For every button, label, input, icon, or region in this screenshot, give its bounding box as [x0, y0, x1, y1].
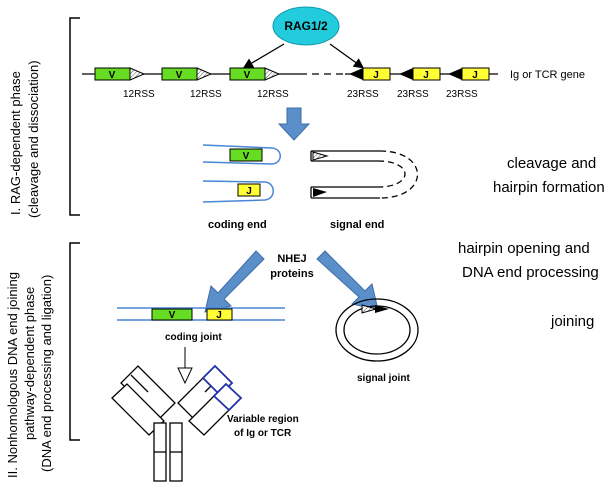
coding-end-lower: J	[202, 180, 274, 203]
step-joining: joining	[550, 313, 594, 330]
rss-label-23-2: 23RSS	[397, 89, 429, 100]
rag-label: RAG1/2	[284, 19, 328, 33]
svg-text:J: J	[216, 310, 222, 321]
phase2-label-line3: (DNA end processing and ligation)	[39, 275, 54, 472]
coding-joint: V J	[117, 307, 285, 321]
svg-text:V: V	[243, 151, 250, 162]
rss-label-12-1: 12RSS	[123, 89, 155, 100]
signal-end-label: signal end	[330, 219, 384, 231]
svg-text:J: J	[246, 186, 252, 197]
phase1-bracket	[69, 17, 80, 216]
nhej-label-line1: NHEJ	[277, 253, 306, 265]
step-cleavage: cleavage and	[507, 155, 596, 172]
svg-text:V: V	[244, 70, 251, 81]
v-segment-1: V	[94, 67, 146, 81]
step-processing: DNA end processing	[462, 264, 599, 281]
rss-label-23-1: 23RSS	[347, 89, 379, 100]
rss-label-12-2: 12RSS	[190, 89, 222, 100]
v-segment-3: V	[229, 67, 281, 81]
coding-end-upper: V	[202, 144, 281, 165]
step-hairpin: hairpin formation	[493, 179, 605, 196]
rag-arrow-left	[242, 43, 285, 69]
arrow-to-signal-joint	[316, 250, 379, 311]
phase1-label-line1: I. RAG-dependent phase	[8, 71, 23, 215]
v-segment-2: V	[161, 67, 213, 81]
rag-arrow-right	[329, 43, 365, 69]
step-opening: hairpin opening and	[458, 240, 590, 257]
signal-joint	[335, 298, 419, 362]
phase2-label-line2: pathway-dependent phase	[22, 287, 37, 440]
arrow-down-cleavage	[277, 107, 311, 141]
svg-text:V: V	[109, 70, 116, 81]
nhej-label-line2: proteins	[270, 268, 313, 280]
rag-enzyme: RAG1/2	[272, 6, 340, 46]
variable-region-label-line1: Variable region	[227, 414, 299, 425]
signal-end	[310, 150, 418, 199]
arrow-to-antibody	[177, 347, 193, 385]
svg-text:J: J	[423, 70, 429, 81]
j-segment-3: J	[448, 67, 490, 81]
signal-joint-label: signal joint	[357, 373, 410, 384]
coding-end-label: coding end	[208, 219, 267, 231]
svg-text:V: V	[176, 70, 183, 81]
j-segment-1: J	[349, 67, 391, 81]
gene-label: Ig or TCR gene	[510, 69, 585, 81]
coding-joint-label: coding joint	[165, 332, 222, 343]
svg-text:J: J	[472, 70, 478, 81]
arrow-to-coding-joint	[204, 250, 265, 313]
phase2-bracket	[69, 242, 80, 441]
phase2-label-line1: II. Nonhomologous DNA end joining	[5, 272, 20, 478]
rss-label-12-3: 12RSS	[257, 89, 289, 100]
antibody	[111, 364, 243, 482]
variable-region-label-line2: of Ig or TCR	[234, 428, 292, 439]
rss-label-23-3: 23RSS	[446, 89, 478, 100]
phase1-label-line2: (cleavage and dissociation)	[26, 60, 41, 218]
svg-text:V: V	[169, 310, 176, 321]
svg-text:J: J	[373, 70, 379, 81]
j-segment-2: J	[399, 67, 441, 81]
